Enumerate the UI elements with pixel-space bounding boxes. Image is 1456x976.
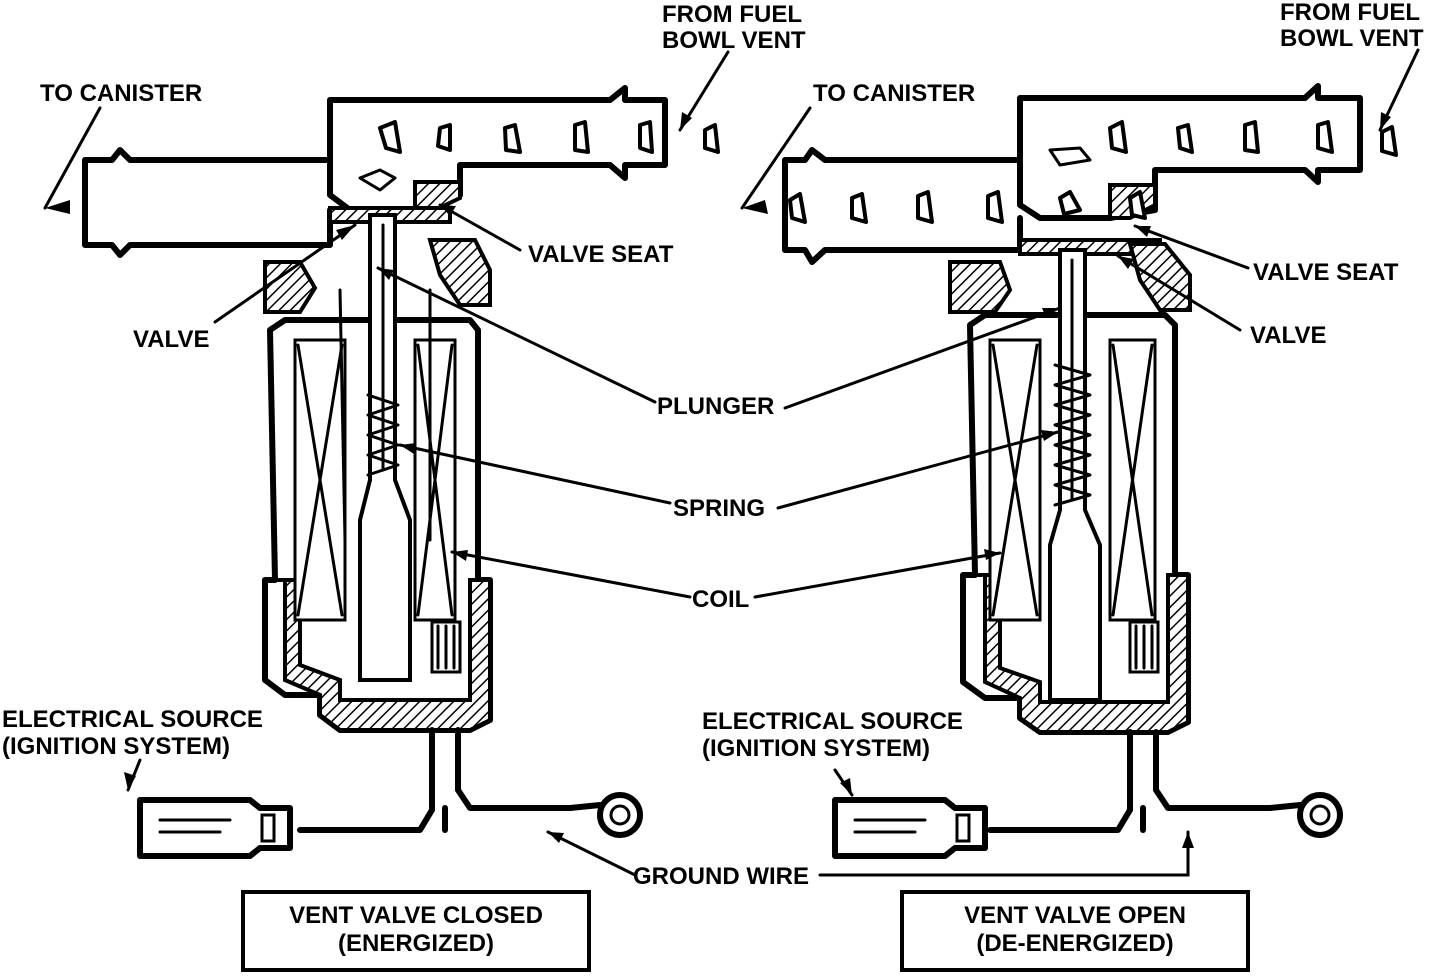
label-spring: SPRING [673,495,765,522]
caption-right: VENT VALVE OPEN (DE-ENERGIZED) [900,890,1250,972]
label-valve-seat-left: VALVE SEAT [528,241,674,268]
label-from-fuel-bowl-vent-right-1: FROM FUEL [1280,0,1420,26]
caption-right-line1: VENT VALVE OPEN [964,902,1186,929]
caption-right-line2: (DE-ENERGIZED) [976,930,1173,957]
label-electrical-source-right-2: (IGNITION SYSTEM) [702,735,930,762]
caption-left: VENT VALVE CLOSED (ENERGIZED) [241,890,591,972]
label-electrical-source-left-1: ELECTRICAL SOURCE [2,706,263,733]
label-to-canister-left: TO CANISTER [40,80,202,107]
label-from-fuel-bowl-vent-left-2: BOWL VENT [662,27,806,54]
label-from-fuel-bowl-vent-left-1: FROM FUEL [662,1,802,28]
label-coil: COIL [692,586,749,613]
label-ground-wire: GROUND WIRE [633,863,809,890]
label-from-fuel-bowl-vent-right-2: BOWL VENT [1280,25,1424,52]
label-valve-left: VALVE [133,326,209,353]
caption-left-line2: (ENERGIZED) [338,930,494,957]
label-electrical-source-right-1: ELECTRICAL SOURCE [702,708,963,735]
caption-left-line1: VENT VALVE CLOSED [289,902,543,929]
label-to-canister-right: TO CANISTER [813,80,975,107]
left-valve-assembly [82,85,720,859]
labels: FROM FUEL BOWL VENT FROM FUEL BOWL VENT … [2,0,1424,890]
label-electrical-source-left-2: (IGNITION SYSTEM) [2,733,230,760]
right-valve-assembly [782,83,1398,859]
label-plunger: PLUNGER [657,393,774,420]
label-valve-seat-right: VALVE SEAT [1253,259,1399,286]
label-valve-right: VALVE [1250,322,1326,349]
leader-lines [43,48,1420,877]
